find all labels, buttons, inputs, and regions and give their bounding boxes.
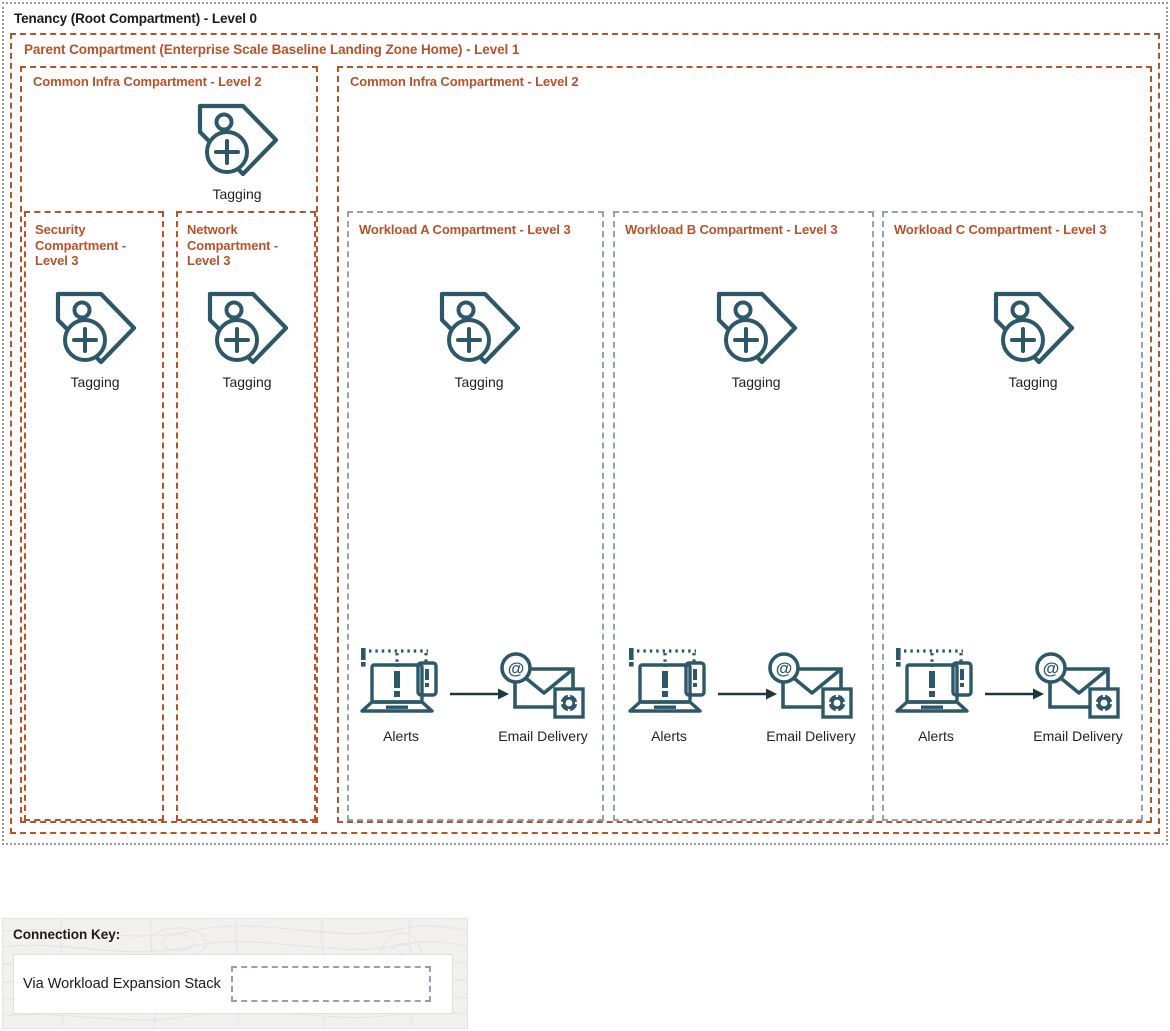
tagging-icon [973,288,1093,372]
email-delivery-icon: @ [1032,652,1124,725]
tenancy-title: Tenancy (Root Compartment) - Level 0 [14,11,257,26]
connector-arrow [718,687,778,706]
tagging-node-workload-c: Tagging [973,288,1093,390]
tagging-icon [187,288,307,372]
email-delivery-node: @ Email Delivery [488,649,598,744]
tagging-icon [696,288,816,372]
tagging-label: Tagging [731,374,781,390]
email-delivery-icon: @ [497,652,589,725]
tagging-icon [35,288,155,372]
alerts-email-flow-workload-c: Alerts @ [893,645,1133,755]
alerts-node: Alerts [358,645,444,744]
tagging-label: Tagging [1008,374,1058,390]
connection-key-panel: Connection Key: Via Workload Expansion S… [2,918,468,1029]
tagging-node-network: Tagging [187,288,307,390]
workload-b-compartment: Workload B Compartment - Level 3 [613,211,874,821]
tagging-label: Tagging [212,186,262,202]
tagging-label: Tagging [454,374,504,390]
tagging-node-security: Tagging [35,288,155,390]
workload-a-compartment: Workload A Compartment - Level 3 [347,211,604,821]
email-delivery-label: Email Delivery [766,728,856,744]
connection-key-title: Connection Key: [13,927,121,942]
alerts-node: Alerts [893,645,979,744]
email-delivery-label: Email Delivery [498,728,588,744]
tagging-label: Tagging [70,374,120,390]
common-infra-left-title: Common Infra Compartment - Level 2 [33,74,262,89]
common-infra-compartment-left: Common Infra Compartment - Level 2 [20,66,318,823]
alerts-icon [358,648,444,725]
alerts-icon [626,648,712,725]
email-delivery-node: @ Email Delivery [1023,649,1133,744]
alerts-email-flow-workload-a: Alerts @ [358,645,598,755]
workload-c-title: Workload C Compartment - Level 3 [894,222,1107,237]
email-delivery-node: @ Email Delivery [756,649,866,744]
parent-compartment: Parent Compartment (Enterprise Scale Bas… [10,33,1160,834]
tagging-node-common-infra: Tagging [177,100,297,202]
email-delivery-label: Email Delivery [1033,728,1123,744]
workload-c-compartment: Workload C Compartment - Level 3 [882,211,1143,821]
connection-key-sample-swatch [230,966,431,1002]
connection-key-row: Via Workload Expansion Stack [13,954,453,1014]
alerts-node: Alerts [626,645,712,744]
alerts-label: Alerts [651,728,687,744]
security-compartment-title: Security Compartment - Level 3 [35,222,127,268]
workload-b-title: Workload B Compartment - Level 3 [625,222,838,237]
network-compartment-title: Network Compartment - Level 3 [187,222,279,268]
alerts-email-flow-workload-b: Alerts @ [626,645,866,755]
tagging-node-workload-a: Tagging [419,288,539,390]
alerts-label: Alerts [383,728,419,744]
alerts-label: Alerts [918,728,954,744]
svg-text:@: @ [1043,659,1060,678]
connection-key-entry-label: Via Workload Expansion Stack [23,976,221,992]
tagging-node-workload-b: Tagging [696,288,816,390]
workload-a-title: Workload A Compartment - Level 3 [359,222,571,237]
tagging-icon [419,288,539,372]
svg-text:@: @ [508,659,525,678]
network-compartment: Network Compartment - Level 3 [176,211,316,821]
tenancy-compartment: Tenancy (Root Compartment) - Level 0 [2,2,1168,845]
security-compartment: Security Compartment - Level 3 [24,211,164,821]
email-delivery-icon: @ [765,652,857,725]
connector-arrow [985,687,1045,706]
parent-compartment-title: Parent Compartment (Enterprise Scale Bas… [24,42,520,57]
common-infra-right-title: Common Infra Compartment - Level 2 [350,74,579,89]
tagging-icon [177,100,297,184]
svg-text:@: @ [776,659,793,678]
common-infra-compartment-right: Common Infra Compartment - Level 2 [337,66,1152,823]
alerts-icon [893,648,979,725]
tagging-label: Tagging [222,374,272,390]
connector-arrow [450,687,510,706]
